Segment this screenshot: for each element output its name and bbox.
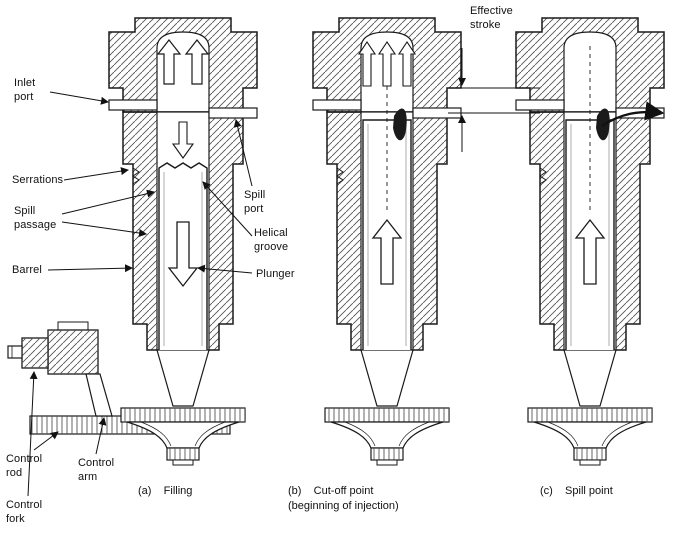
helical-groove-leader — [202, 181, 253, 237]
label-inlet-port: Inlet port — [14, 77, 36, 104]
helical-groove-shape — [393, 108, 407, 141]
inlet-port-leader — [49, 91, 109, 105]
pump-c-drawing — [515, 17, 665, 466]
flow-up-arrow — [377, 41, 397, 87]
label-spill-port: Spill port — [244, 189, 266, 216]
label-spill-passage: Spill passage — [14, 205, 57, 232]
pump-b-drawing — [312, 17, 462, 466]
label-helical-groove: Helical groove — [254, 227, 289, 254]
label-plunger: Plunger — [256, 268, 295, 280]
caption-a: (a) Filling — [138, 485, 193, 497]
flow-up-arrow — [397, 41, 417, 87]
flow-down-arrow — [171, 121, 195, 159]
label-control-rod: Control rod — [6, 453, 43, 480]
label-effective-stroke: Effective stroke — [470, 5, 513, 32]
caption-b: (b) Cut-off point (beginning of injectio… — [288, 485, 399, 512]
control-rod-leader — [33, 431, 59, 451]
effective-stroke-annotation — [448, 48, 540, 152]
spill-passage-leader-1 — [61, 189, 155, 215]
plunger-motion-arrow-up — [371, 218, 403, 285]
label-control-arm: Control arm — [78, 457, 115, 484]
spill-flow-arrow — [601, 101, 665, 127]
control-fork-leader — [27, 371, 38, 497]
flow-up-arrow — [156, 39, 182, 85]
control-arm-leader — [95, 417, 107, 455]
flow-up-arrow — [357, 41, 377, 87]
flow-up-arrow — [184, 39, 210, 85]
leader-lines — [27, 91, 253, 497]
label-control-fork: Control fork — [6, 499, 43, 526]
spill-passage-leader-2 — [61, 221, 147, 237]
label-serrations: Serrations — [12, 174, 64, 186]
pump-a-drawing — [108, 17, 258, 466]
spill-port-leader — [233, 119, 253, 187]
caption-c: (c) Spill point — [540, 485, 613, 497]
barrel-leader — [47, 264, 133, 273]
control-arm-link — [85, 373, 113, 417]
plunger-motion-arrow-down — [167, 221, 199, 288]
plunger-leader — [197, 264, 253, 274]
label-barrel: Barrel — [12, 264, 42, 276]
plunger-motion-arrow-up — [574, 218, 606, 285]
serrations-leader — [63, 167, 129, 181]
